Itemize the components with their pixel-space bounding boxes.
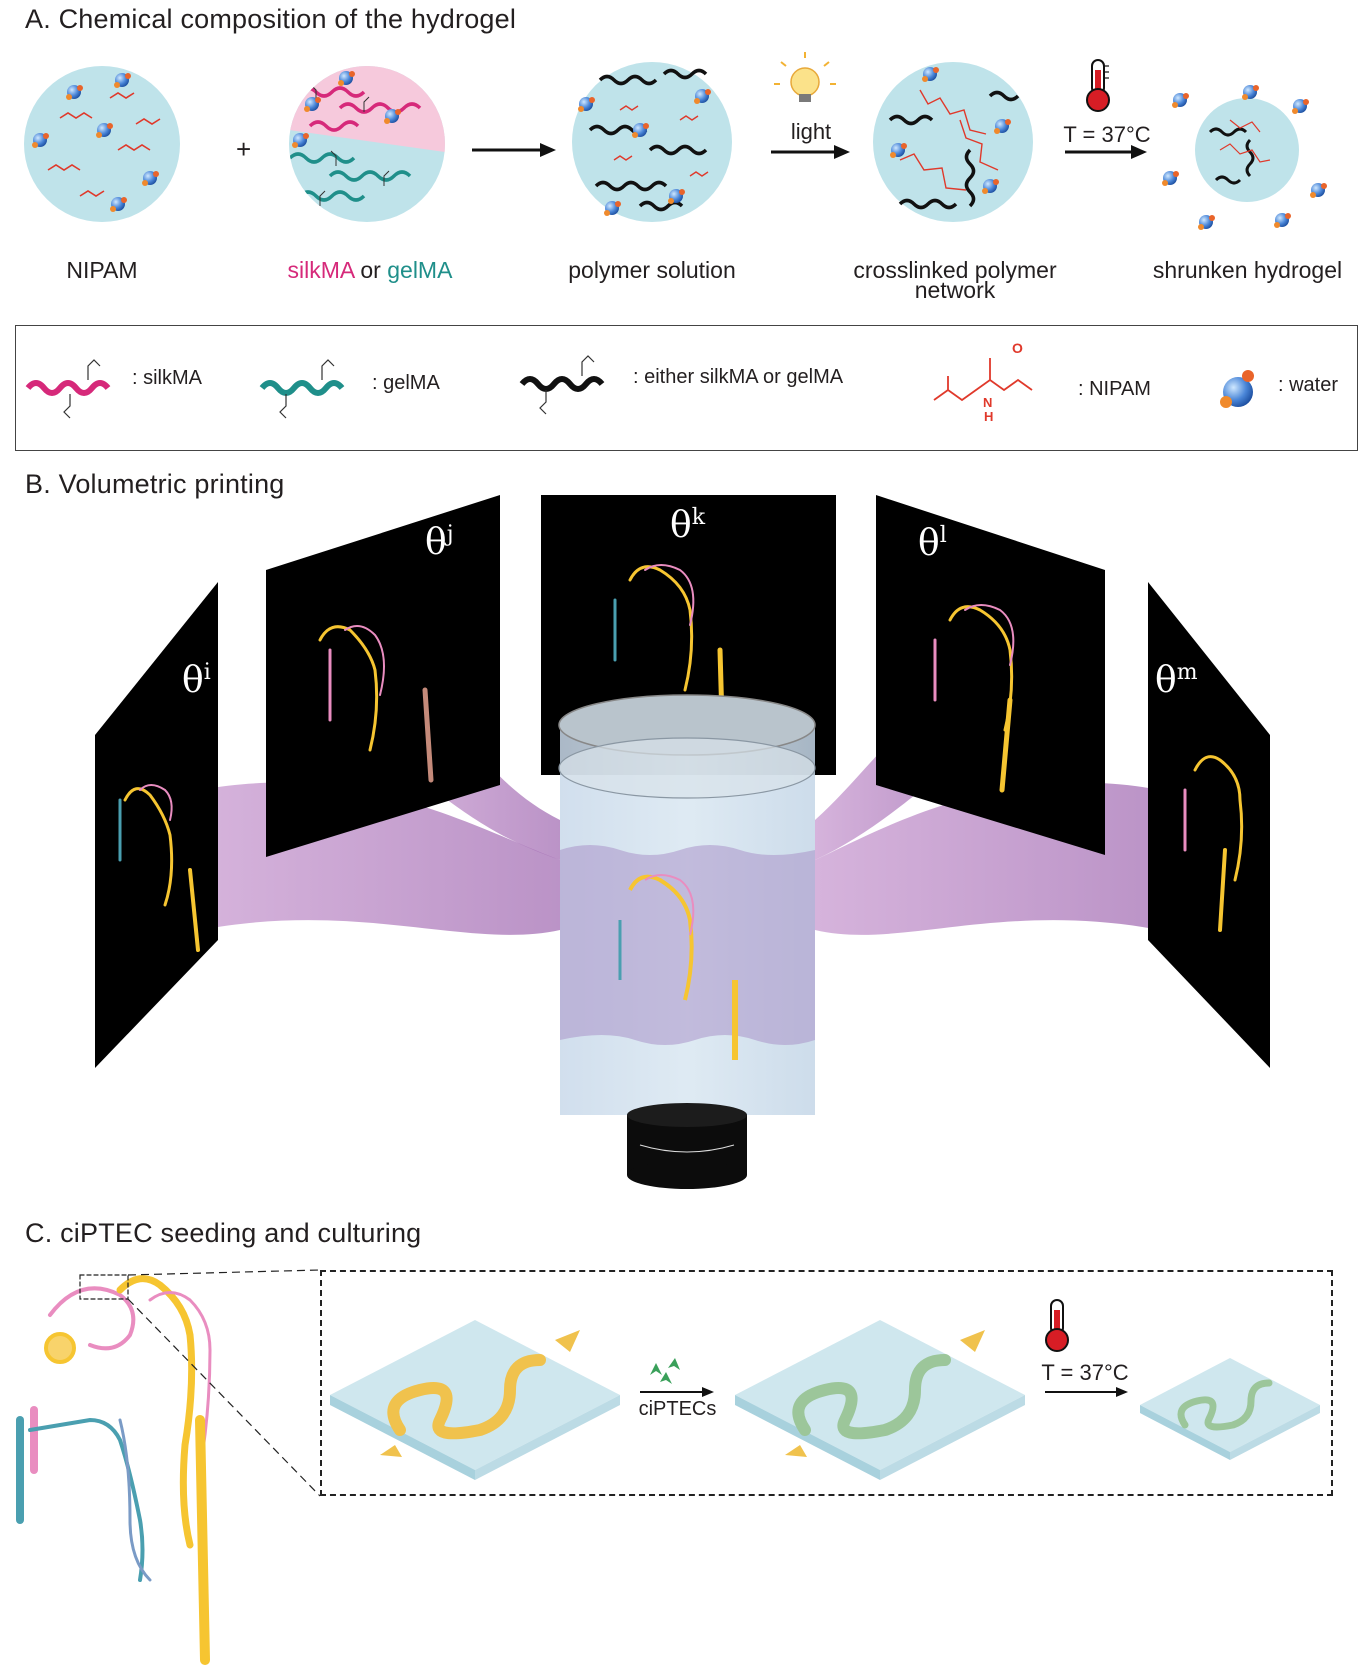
arrow-light bbox=[771, 145, 850, 159]
nipam-O: O bbox=[1012, 340, 1023, 356]
silkma-gelma-circle bbox=[289, 66, 445, 222]
label-silkma: silkMA bbox=[287, 257, 354, 283]
tile-seeded-tubule bbox=[735, 1320, 1025, 1480]
resin-vial bbox=[558, 694, 816, 1189]
legend-gelma-symbol bbox=[259, 359, 345, 419]
arrow-temp-c bbox=[1045, 1387, 1128, 1397]
nephron-projections bbox=[118, 564, 1244, 952]
legend-gelma-text: : gelMA bbox=[372, 372, 440, 394]
theta-m: θm bbox=[1155, 660, 1198, 701]
nipam-H: H bbox=[984, 409, 994, 424]
zoom-dashed-box bbox=[320, 1270, 1333, 1496]
label-crosslinked-line2: network bbox=[914, 277, 996, 303]
theta-j: θj bbox=[425, 522, 454, 563]
legend-box bbox=[15, 325, 1358, 451]
thermometer-c-icon bbox=[1045, 1299, 1069, 1352]
label-polymer-solution: polymer solution bbox=[568, 257, 736, 283]
panel-b-title: B. Volumetric printing bbox=[25, 469, 285, 499]
nipam-circle bbox=[24, 66, 180, 222]
panel-c-title: C. ciPTEC seeding and culturing bbox=[25, 1218, 422, 1248]
cells-icon bbox=[650, 1358, 680, 1384]
arrow-1 bbox=[472, 143, 556, 157]
plus-sign: + bbox=[236, 134, 252, 164]
label-gelma: gelMA bbox=[387, 257, 453, 283]
thermometer-icon bbox=[1086, 59, 1110, 112]
legend-water-symbol bbox=[1220, 370, 1254, 408]
legend-silkma-symbol bbox=[25, 359, 111, 419]
legend-either-text: : either silkMA or gelMA bbox=[633, 366, 844, 388]
arrow-cells bbox=[640, 1387, 714, 1397]
light-bulb-icon bbox=[774, 52, 836, 102]
label-shrunken: shrunken hydrogel bbox=[1152, 257, 1343, 283]
arrow-temp-a bbox=[1065, 145, 1147, 159]
shrunken-hydrogel bbox=[1162, 85, 1327, 230]
zoom-lines bbox=[127, 1269, 321, 1497]
theta-l: θl bbox=[918, 523, 947, 564]
tile-shrunken-tubule bbox=[1140, 1358, 1320, 1460]
crosslinked-circle bbox=[873, 62, 1033, 222]
theta-i: θi bbox=[182, 660, 211, 701]
legend-nipam-text: : NIPAM bbox=[1078, 378, 1151, 400]
label-crosslinked-line1: crosslinked polymer bbox=[853, 257, 1057, 283]
theta-k: θk bbox=[670, 505, 706, 546]
legend-water-text: : water bbox=[1278, 374, 1339, 396]
polymer-solution-circle bbox=[572, 62, 732, 222]
projection-screen-m bbox=[1148, 582, 1270, 1068]
label-silkma-or-gelma: silkMA or gelMA bbox=[270, 258, 470, 282]
nephron-illustration bbox=[16, 1274, 212, 1665]
arrow-cells-label: ciPTECs bbox=[638, 1398, 717, 1420]
arrow-light-label: light bbox=[790, 119, 832, 144]
arrow-temp-label: T = 37°C bbox=[1063, 122, 1151, 147]
panel-a-title: A. Chemical composition of the hydrogel bbox=[25, 4, 517, 34]
label-or: or bbox=[354, 257, 388, 283]
arrow-temp-c-label: T = 37°C bbox=[1041, 1360, 1129, 1385]
legend-nipam-structure bbox=[933, 358, 1033, 402]
nipam-N: N bbox=[983, 395, 993, 410]
tile-printed-tubule bbox=[330, 1320, 620, 1480]
label-nipam: NIPAM bbox=[66, 257, 138, 283]
projection-screen-l bbox=[876, 495, 1105, 855]
legend-either-symbol bbox=[519, 355, 605, 415]
legend-silkma-text: : silkMA bbox=[132, 367, 202, 389]
projection-screen-i bbox=[95, 582, 218, 1068]
